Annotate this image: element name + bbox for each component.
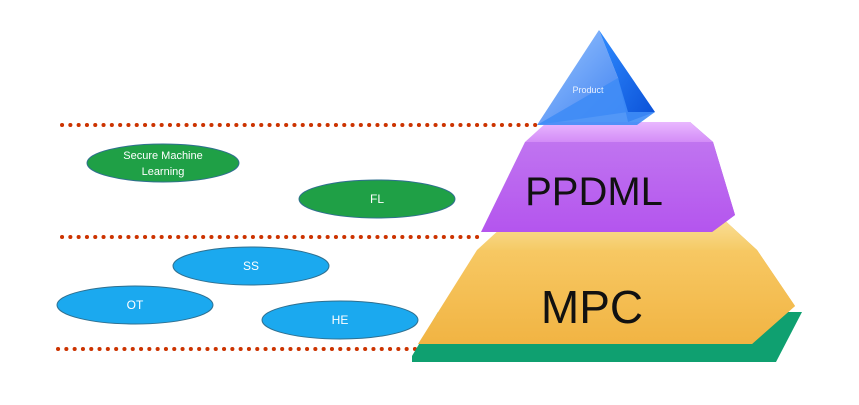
top-tier-right-face [599, 30, 655, 122]
he-label: HE [332, 313, 349, 327]
fl-label: FL [370, 192, 384, 206]
middle-tier-label: PPDML [525, 170, 663, 214]
secure-ml-line1: Secure Machine [123, 150, 203, 162]
oval-ot: OT [56, 285, 214, 325]
top-tier-label: Product [572, 85, 604, 95]
secure-ml-line2: Learning [142, 166, 185, 178]
bottom-tier-front-face [418, 250, 795, 344]
oval-ss: SS [172, 246, 330, 286]
oval-fl: FL [298, 179, 456, 219]
pyramid-bottom-tier: MPC [412, 217, 802, 362]
oval-he: HE [261, 300, 419, 340]
oval-secure-machine-learning: Secure Machine Learning [86, 143, 240, 183]
pyramid-middle-tier: PPDML [481, 122, 735, 232]
middle-tier-front-face [481, 142, 735, 232]
middle-tier-top-face [525, 122, 713, 142]
bottom-tier-label: MPC [541, 281, 643, 333]
ot-label: OT [127, 298, 144, 312]
pyramid-top-tier: Product [537, 30, 655, 125]
top-tier-front-face [537, 78, 655, 125]
ss-label: SS [243, 259, 259, 273]
